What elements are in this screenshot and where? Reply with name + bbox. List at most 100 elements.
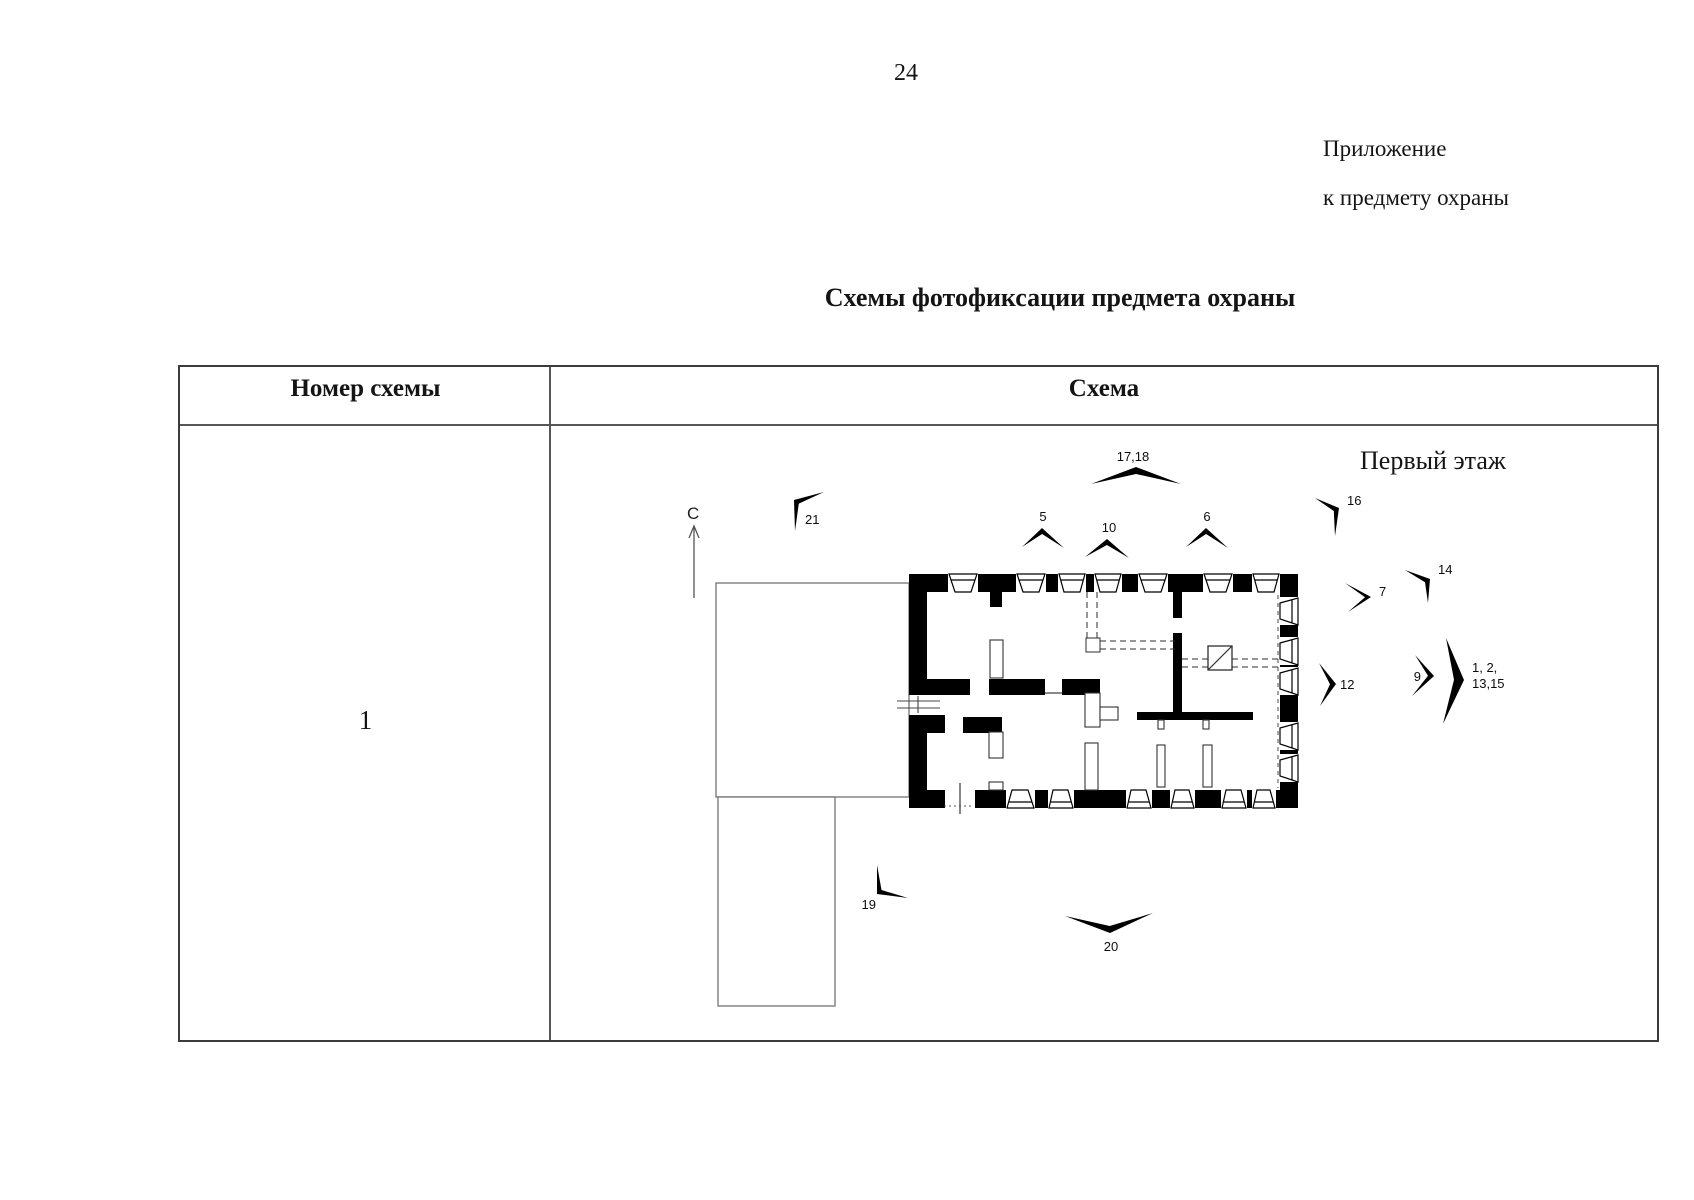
appendix-note-line1: Приложение — [1323, 136, 1447, 161]
window-symbol — [1279, 597, 1299, 626]
photo-marker-m16: 16 — [1315, 493, 1361, 536]
windows-right — [1279, 597, 1299, 783]
stair-outline — [1084, 692, 1101, 728]
direction-wedge-icon — [1405, 570, 1430, 603]
interior-wall-b — [989, 679, 1045, 695]
marker-label: 9 — [1414, 669, 1421, 684]
window-symbol — [1279, 754, 1299, 783]
windows-top — [948, 573, 1280, 593]
annex-rect-large — [715, 582, 910, 798]
interior-wall-c — [1062, 679, 1100, 695]
pilaster — [988, 781, 1004, 791]
direction-wedge-icon — [1022, 528, 1064, 548]
window-symbol — [1048, 789, 1074, 809]
direction-wedge-icon — [1315, 498, 1339, 536]
pilaster — [988, 731, 1004, 759]
direction-wedge-icon — [1186, 528, 1228, 548]
interior-walls — [927, 592, 1253, 733]
stair-outline-step — [1099, 706, 1119, 721]
pilaster-tick — [1157, 719, 1165, 730]
window-symbol — [1006, 789, 1035, 809]
pilaster — [1084, 742, 1099, 791]
photo-marker-m6: 6 — [1186, 509, 1228, 548]
dashed-lines — [1085, 592, 1280, 788]
window-symbol — [1016, 573, 1046, 593]
direction-wedge-icon — [1065, 913, 1153, 933]
photo-marker-m1-2-13-15: 1, 2,13,15 — [1443, 638, 1505, 724]
window-symbol — [1279, 637, 1299, 666]
photo-marker-m17-18: 17,18 — [1091, 449, 1181, 484]
pilaster-tick — [1202, 719, 1210, 730]
photo-marker-m5: 5 — [1022, 509, 1064, 548]
schemas-table: Номер схемы Схема 1 — [178, 365, 1659, 1042]
marker-label-line2: 13,15 — [1472, 676, 1505, 691]
wall-left-lower-stub — [909, 715, 945, 733]
interior-stub-top — [990, 592, 1002, 607]
floor-plan-schema: С — [687, 446, 1507, 1007]
table-column-divider — [549, 367, 551, 1040]
pilaster — [1202, 744, 1213, 788]
photo-marker-m20: 20 — [1065, 913, 1153, 954]
window-symbol — [1252, 789, 1276, 809]
marker-label: 10 — [1102, 520, 1116, 535]
table-header-separator — [180, 424, 1657, 426]
photo-marker-m19: 19 — [862, 865, 908, 912]
marker-label: 14 — [1438, 562, 1452, 577]
direction-wedge-icon — [1319, 663, 1336, 706]
north-label: С — [687, 504, 699, 523]
schema-number-cell: 1 — [358, 705, 373, 735]
interior-wall-center-upper — [1173, 592, 1182, 618]
marker-label: 20 — [1104, 939, 1118, 954]
duct-box — [1085, 637, 1101, 653]
direction-wedge-icon — [1412, 655, 1434, 696]
marker-label: 17,18 — [1117, 449, 1150, 464]
window-symbol — [1138, 573, 1168, 593]
appendix-note-line2: к предмету охраны — [1323, 185, 1509, 210]
north-arrow-head — [688, 524, 700, 539]
direction-wedge-icon — [1345, 583, 1371, 612]
pilaster — [989, 639, 1004, 679]
marker-label: 16 — [1347, 493, 1361, 508]
window-symbol — [1203, 573, 1233, 593]
column-header-schema: Схема — [1068, 375, 1140, 402]
direction-wedge-icon — [877, 865, 908, 898]
window-symbol — [1252, 573, 1280, 593]
photo-marker-m7: 7 — [1345, 583, 1386, 612]
direction-wedge-icon — [1091, 467, 1181, 484]
marker-label: 19 — [862, 897, 876, 912]
window-symbol — [948, 573, 978, 593]
interior-wall-center-lower — [1173, 633, 1182, 717]
marker-label: 12 — [1340, 677, 1354, 692]
document-title: Схемы фотофиксации предмета охраны — [824, 283, 1296, 312]
window-symbol — [1279, 722, 1299, 751]
windows-bottom — [944, 783, 1276, 814]
marker-label: 21 — [805, 512, 819, 527]
annex-outline — [715, 582, 910, 1007]
window-symbol — [1126, 789, 1152, 809]
window-symbol — [1170, 789, 1195, 809]
column-header-schema-number: Номер схемы — [290, 375, 441, 402]
photo-marker-m10: 10 — [1085, 520, 1129, 558]
photo-marker-m21: 21 — [794, 492, 824, 531]
wall-left-upper — [909, 574, 927, 695]
window-symbol — [1094, 573, 1122, 593]
window-symbol — [1058, 573, 1086, 593]
marker-label: 6 — [1203, 509, 1210, 524]
direction-wedge-icon — [1443, 638, 1464, 724]
annex-rect-lower — [717, 796, 836, 1007]
interior-wall-right-bar — [1137, 712, 1253, 720]
window-symbol — [1221, 789, 1247, 809]
threshold-marks — [897, 696, 940, 713]
pilaster — [1156, 744, 1166, 788]
direction-wedge-icon — [1085, 539, 1129, 558]
photo-marker-m9: 9 — [1412, 655, 1434, 696]
photo-markers: 5 10 6 17,18 16 14 7 12 9 1, 2,13,15 21 19 20 — [794, 449, 1505, 954]
stove-symbol — [1207, 645, 1233, 671]
interior-wall-d — [963, 717, 1002, 733]
interior-wall-a — [927, 679, 970, 695]
door-opening-bottom — [944, 783, 975, 814]
photo-marker-m14: 14 — [1405, 562, 1452, 603]
direction-wedge-icon — [794, 492, 824, 531]
marker-label: 5 — [1039, 509, 1046, 524]
